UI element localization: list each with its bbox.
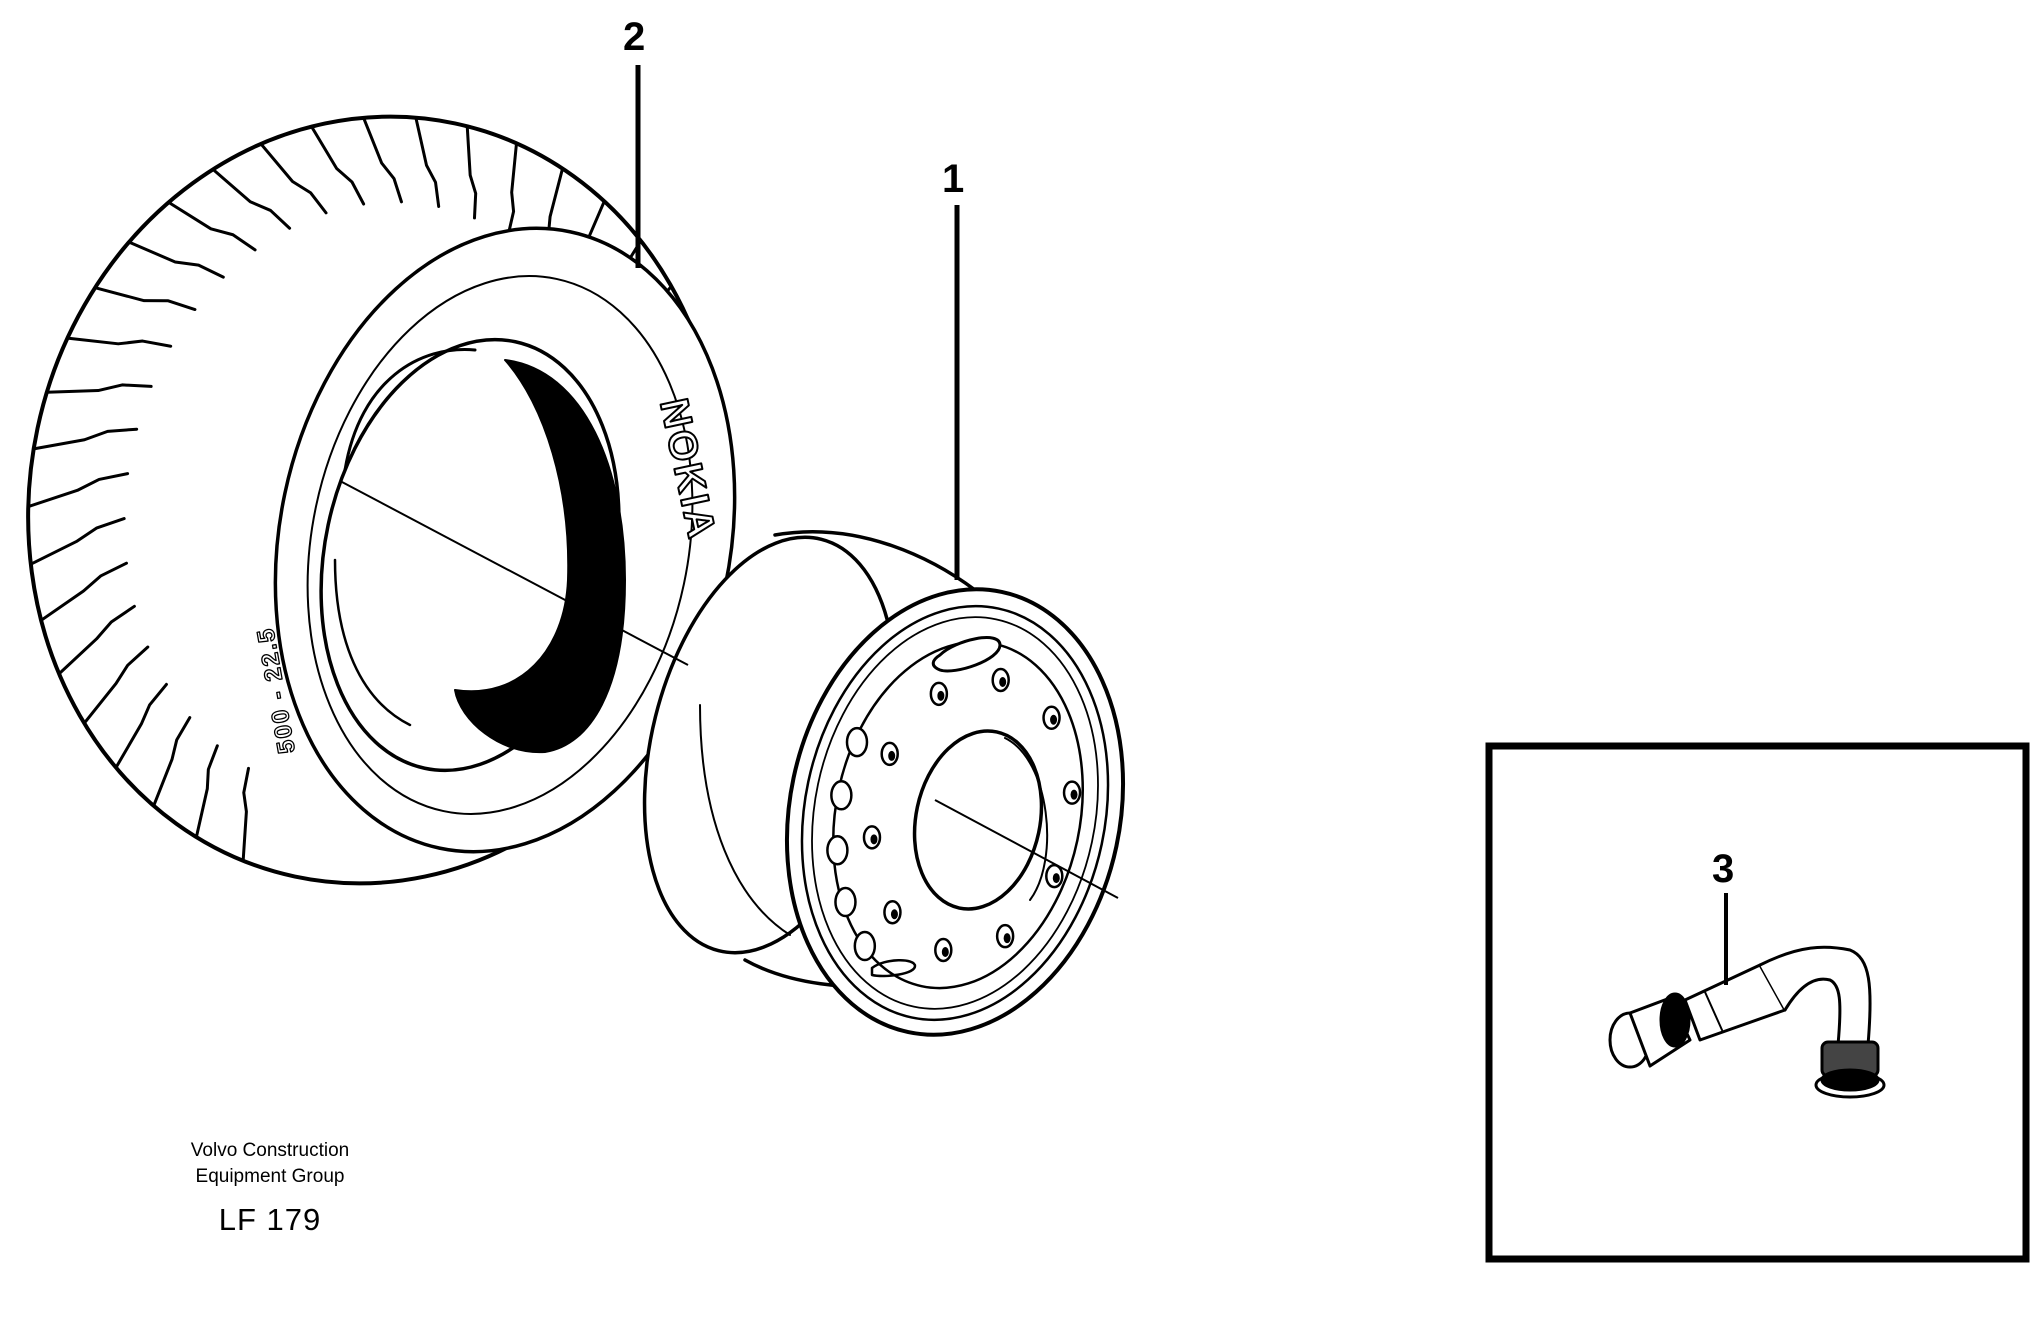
tire-inner-rim-edge [343,348,477,472]
bolt-hole-shadow [1003,933,1011,944]
leader-lines [341,65,1728,985]
tread-lug [65,336,173,348]
valve-base-nut [1820,1068,1880,1092]
rim [642,530,1126,1037]
footer-caption: Volvo Construction Equipment Group LF 17… [150,1138,390,1238]
tread-lug [114,682,168,770]
company-name-line-2: Equipment Group [195,1166,345,1187]
bolt-hole-shadow [1070,789,1078,800]
bolt-hole-shadow [1052,873,1060,884]
bolt-hole-shadow [1050,714,1058,725]
bolt-hole-shadow [937,690,945,701]
tread-lug [82,645,150,725]
tread-lug [29,517,126,566]
rim-barrel-groove [699,704,791,936]
rim-bolt-holes [826,667,1082,963]
rim-valve-slot [931,636,1002,673]
tread-lug [194,744,219,839]
tread-lug [310,125,366,206]
tread-lug [127,240,225,279]
tread-lug [39,561,128,622]
rim-center-bore-shade [1004,737,1049,901]
valve-stem-ring [1704,991,1723,1031]
vent-hole [853,930,877,962]
tread-lug [32,427,139,451]
tread-lug [211,167,292,230]
rim-center-bore [912,729,1044,911]
tire-inner-liner [454,359,626,754]
tread-lug [465,124,478,220]
tread-lug [241,766,250,863]
tread-lug [167,200,257,252]
tread-lug [93,286,197,312]
valve-cap-knurl [1659,992,1691,1048]
bolt-hole-shadow [941,946,949,957]
tread-lug [506,141,518,238]
rim-front-flange [784,587,1126,1037]
company-name-line-1: Volvo Construction [190,1140,350,1161]
tread-lug [45,383,153,394]
callout-tire: 2 [623,15,645,59]
tread-lug [259,142,328,215]
vent-hole [845,726,869,758]
vent-hole [826,834,849,866]
vent-hole [830,780,853,811]
tread-lug [152,716,192,808]
tread-lug [26,472,130,509]
bolt-hole-shadow [888,750,896,761]
bolt-hole-shadow [870,834,878,845]
tread-lug [414,116,441,209]
rim-front-flange-inner [800,604,1110,1022]
figure-code: LF 179 [218,1202,322,1237]
rim-axis-line [934,799,1119,899]
rim-lower-slot [870,959,917,978]
bolt-hole-shadow [999,677,1007,688]
tire-inner-rim-edge-lower [333,558,412,727]
callout-valve: 3 [1712,847,1734,891]
tire-sidewall-inner-line [306,275,694,815]
valve-detail-box [1485,742,2030,1263]
bolt-hole-shadow [890,909,898,920]
tread-lug [362,116,403,204]
valve-elbow [1758,945,1872,1047]
tread-lug [57,604,136,676]
valve-stem [1608,945,1886,1099]
rim-front-flange-inner-2 [811,616,1099,1010]
tire-axis-line [341,481,689,666]
callout-rim: 1 [942,157,964,201]
vent-hole [834,886,857,918]
